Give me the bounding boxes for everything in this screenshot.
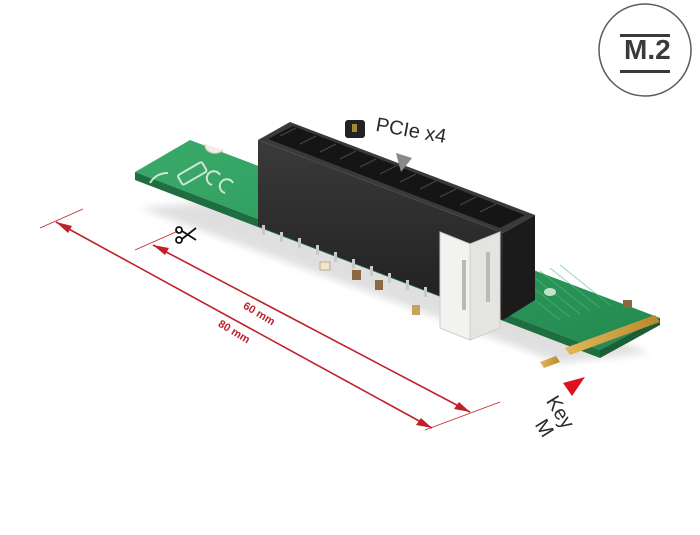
slot-pointer-icon — [396, 153, 412, 172]
scissors-icon — [175, 226, 197, 244]
m2-gold-contacts — [540, 315, 660, 368]
m2-badge — [598, 3, 692, 97]
white-connector — [439, 231, 501, 341]
dimension-lines — [39, 208, 501, 431]
key-m-pointer-icon — [563, 377, 585, 396]
dimension-arrowheads — [56, 222, 470, 428]
m2-badge-label: M.2 — [624, 34, 671, 65]
